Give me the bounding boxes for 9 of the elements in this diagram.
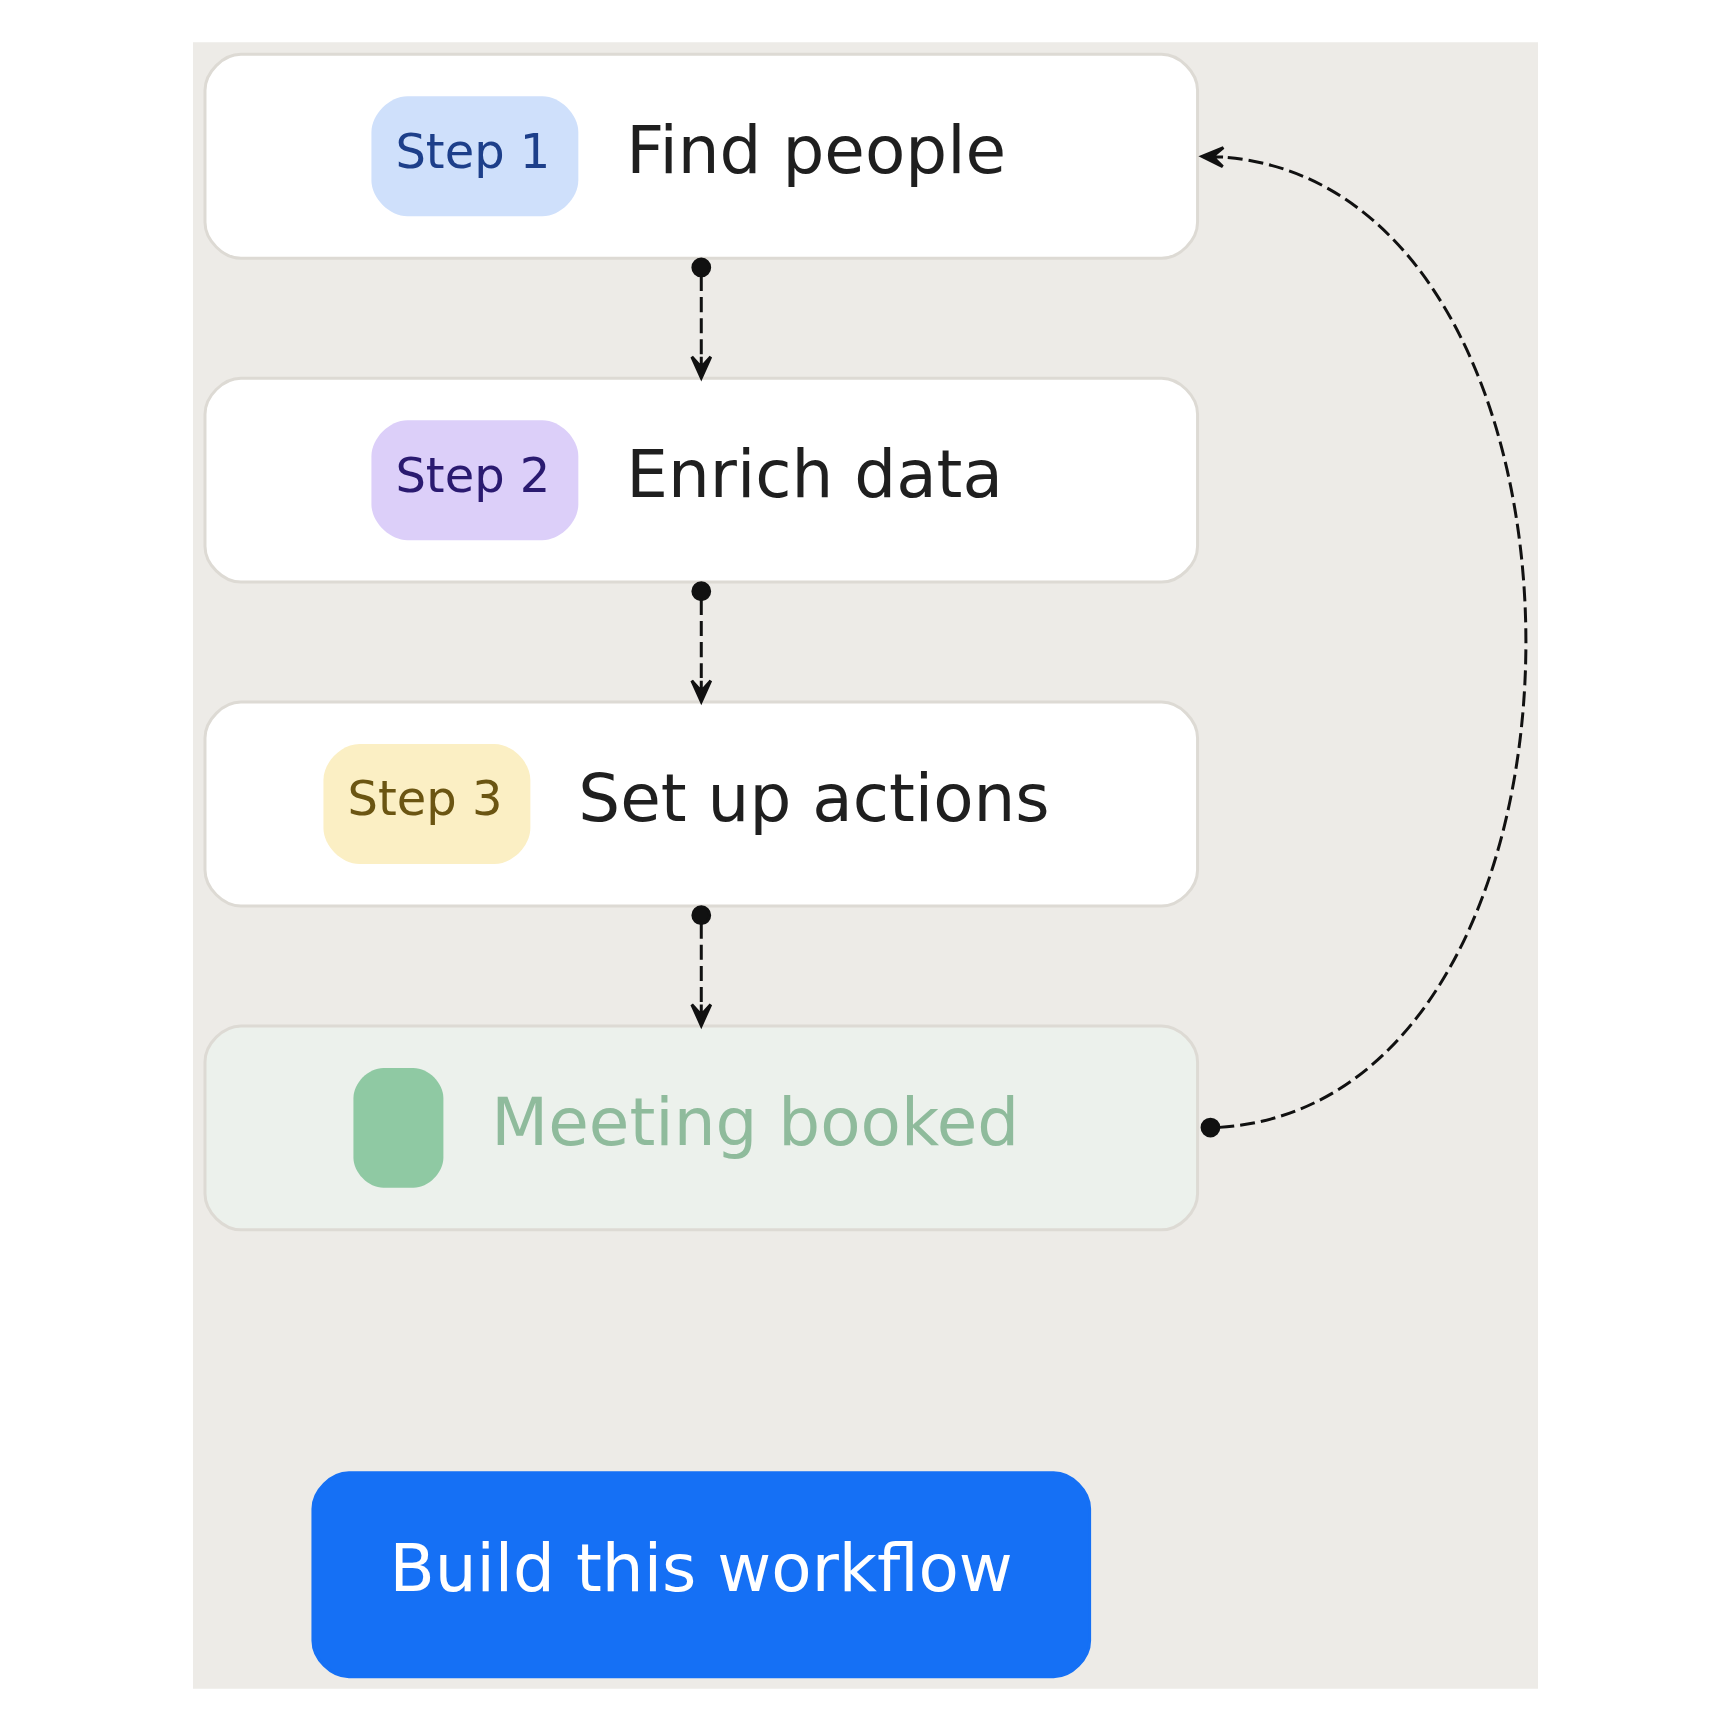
node-box: Step 3 Set up actions <box>203 700 1199 907</box>
arrow <box>689 904 712 1027</box>
node-box: Build this workflow <box>310 1470 1091 1678</box>
node-box: Step 1 Find people <box>203 52 1199 260</box>
node-box: Meeting booked <box>203 1023 1199 1231</box>
arrow <box>689 257 712 379</box>
arrow <box>689 580 712 703</box>
node-box: Step 2 Enrich data <box>203 376 1199 584</box>
arrow <box>1200 145 1527 1137</box>
